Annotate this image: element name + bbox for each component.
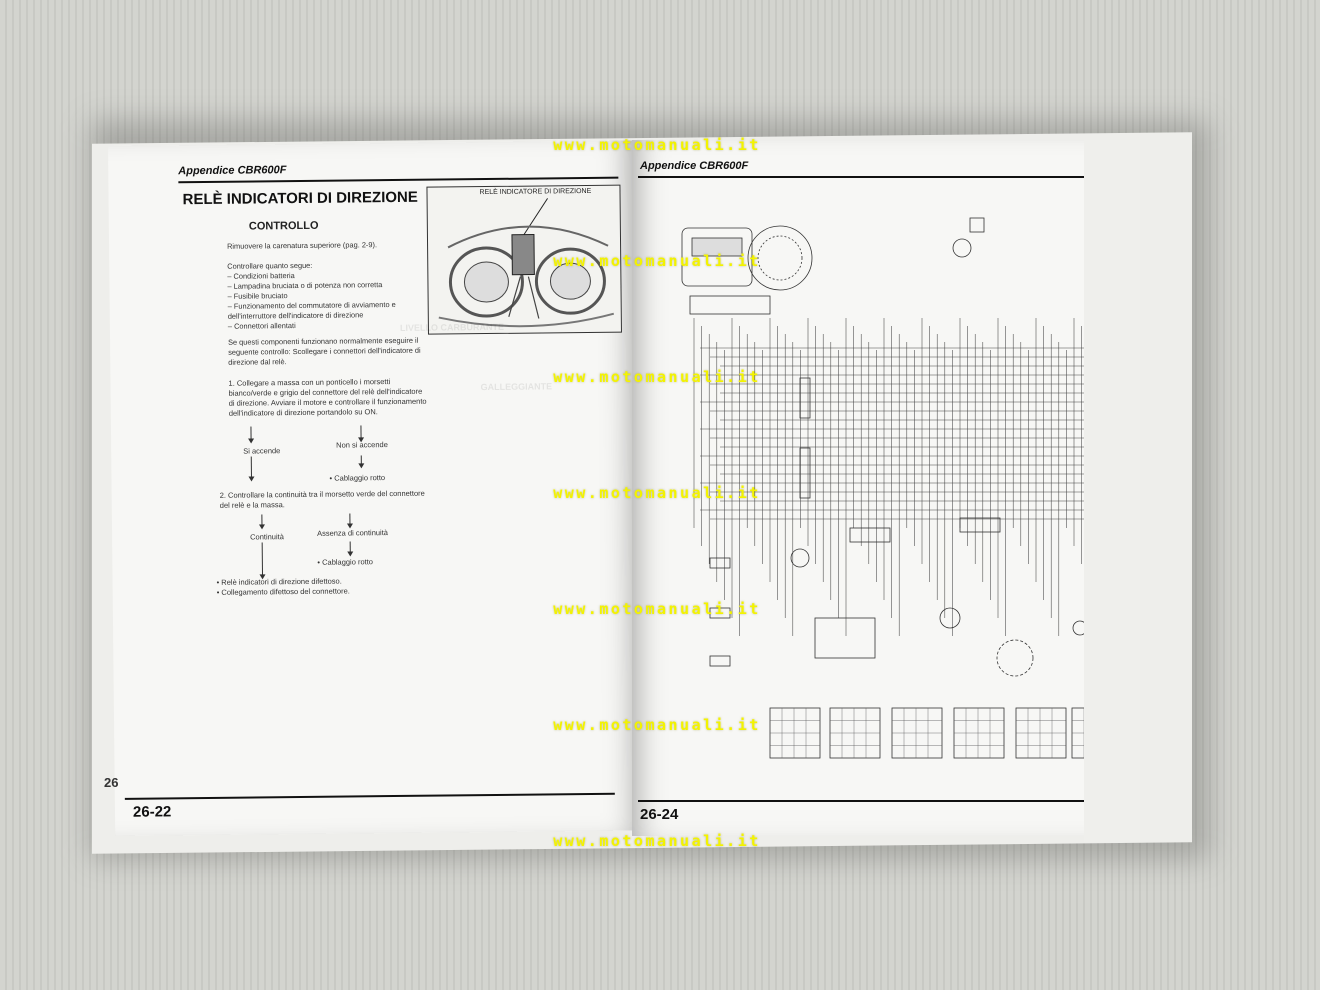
left-footer-rule	[124, 792, 615, 800]
step2-arrows	[258, 513, 353, 530]
checks-list: – Condizioni batteria – Lampadina brucia…	[227, 270, 428, 332]
right-header-rule	[638, 176, 1084, 178]
list-item: – Connettori allentati	[227, 321, 296, 331]
step1-down-arrows	[248, 455, 365, 482]
motorcycle-dashboard-illustration	[438, 198, 615, 328]
final-result-1: • Relè indicatori di direzione difettoso…	[216, 576, 342, 587]
watermark: www.motomanuali.it	[553, 600, 761, 618]
right-page: Appendice CBR600F	[632, 140, 1084, 836]
figure-label: RELÈ INDICATORE DI DIREZIONE	[479, 187, 592, 197]
step1-arrows	[248, 425, 365, 444]
step1-yes: Si accende	[243, 446, 281, 456]
watermark: www.motomanuali.it	[553, 484, 761, 502]
step2-down-arrows	[259, 541, 354, 580]
step2-yes: Continuità	[250, 532, 284, 542]
step2-no: Assenza di continuità	[317, 528, 389, 538]
watermark: www.motomanuali.it	[553, 136, 761, 154]
watermark: www.motomanuali.it	[553, 368, 761, 386]
list-item: – Funzionamento del commutatore di avvia…	[227, 299, 396, 321]
bleed-through-text: LIVELLO CARBURANTE	[399, 321, 504, 333]
right-page-header: Appendice CBR600F	[640, 160, 749, 172]
watermark: www.motomanuali.it	[553, 716, 761, 734]
paragraph: Se questi componenti funzionano normalme…	[228, 335, 421, 367]
right-footer-rule	[638, 800, 1084, 802]
fold-out-page-edge	[1084, 140, 1140, 842]
section-heading: CONTROLLO	[248, 219, 319, 233]
step1-no: Non si accende	[336, 440, 388, 450]
left-page-header: Appendice CBR600F	[178, 164, 287, 178]
edge-page-number: 26	[104, 775, 119, 790]
right-page-number: 26-24	[640, 806, 679, 823]
page-title: Relè indicatori di direzione	[182, 188, 418, 209]
final-result-2: • Collegamento difettoso del connettore.	[216, 586, 350, 597]
wiring-diagram	[681, 217, 1084, 759]
intro-line: Rimuovere la carenatura superiore (pag. …	[227, 240, 378, 251]
left-header-rule	[178, 176, 619, 184]
watermark: www.motomanuali.it	[553, 252, 761, 270]
watermark: www.motomanuali.it	[553, 832, 761, 850]
relay-figure: RELÈ INDICATORE DI DIREZIONE	[426, 184, 622, 335]
left-page-number: 26-22	[132, 803, 172, 821]
left-page: Appendice CBR600F Relè indicatori di dir…	[108, 140, 641, 836]
